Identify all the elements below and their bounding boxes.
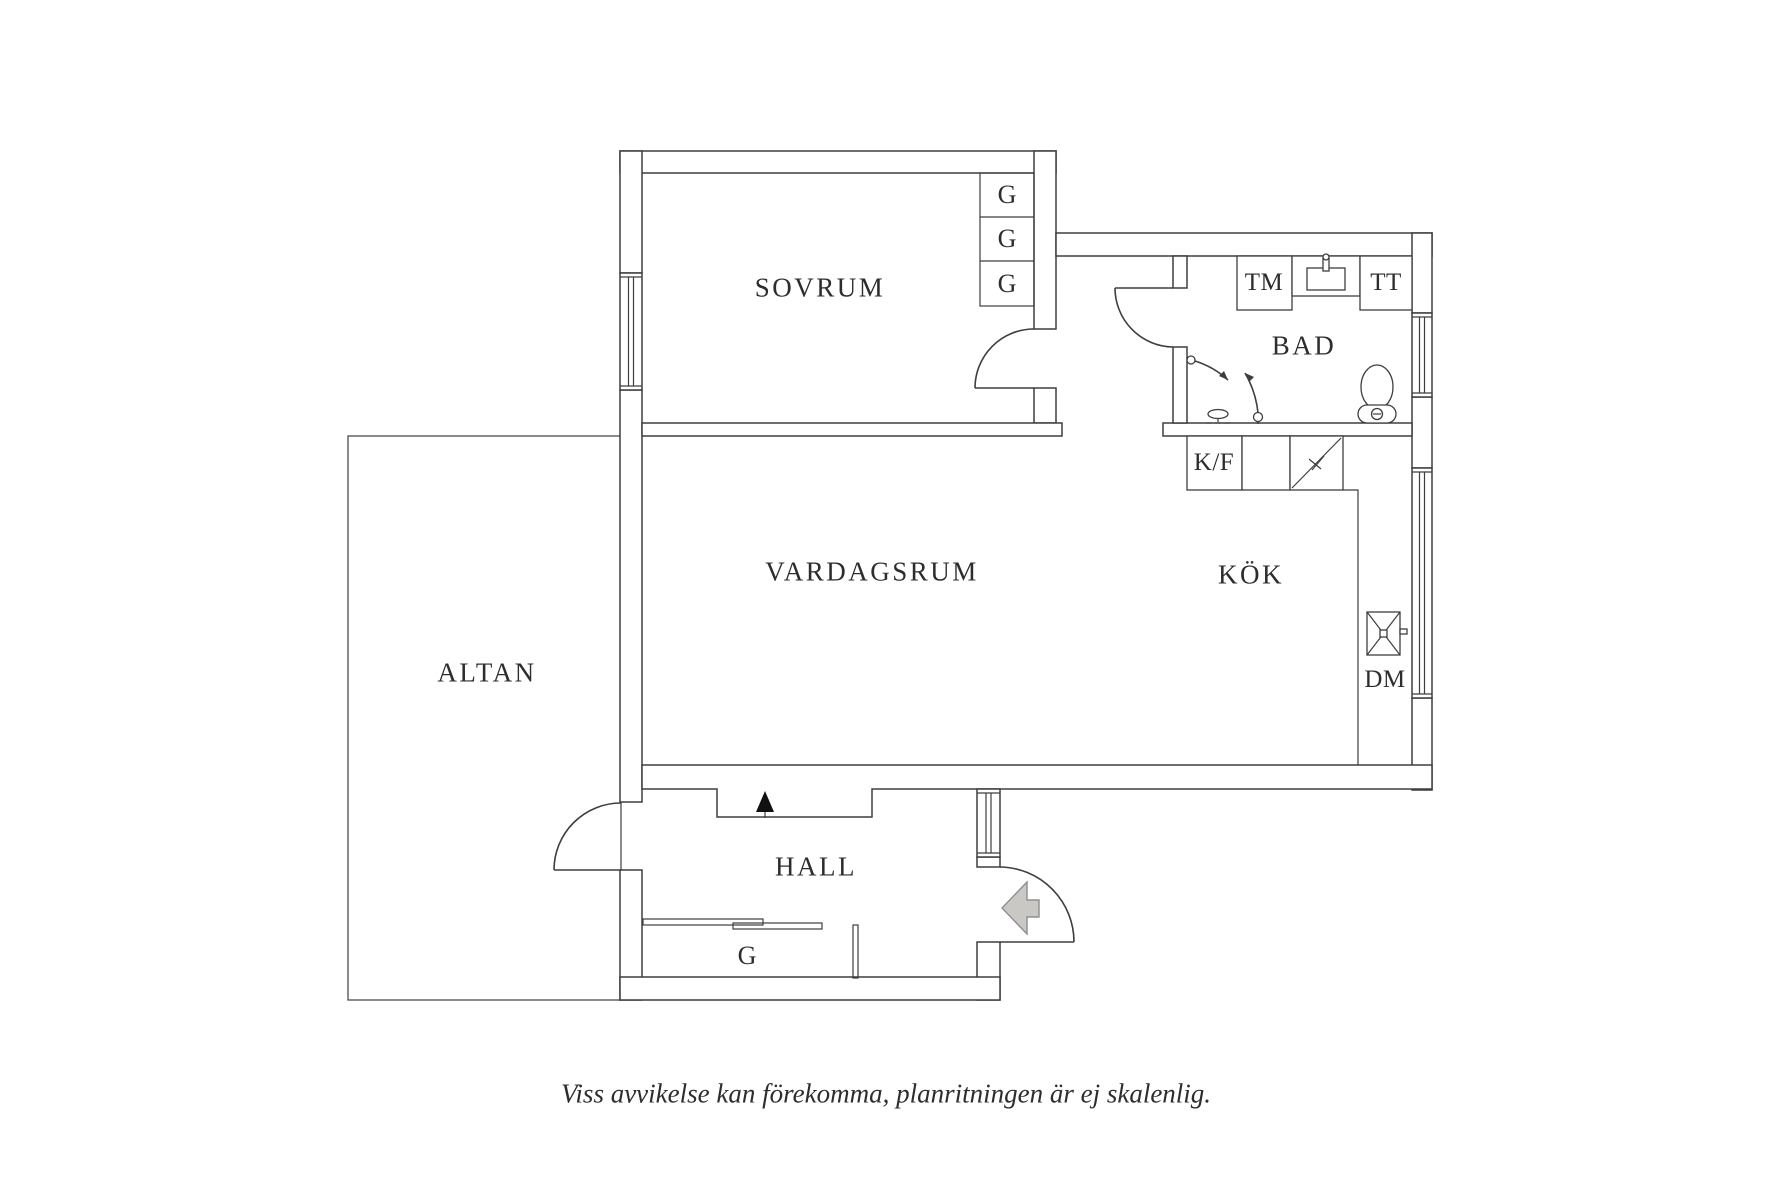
room-label-vardagsrum: VARDAGSRUM (765, 556, 979, 587)
room-label-bad: BAD (1271, 330, 1337, 361)
hall-wardrobe-doors (642, 918, 859, 979)
wall-sovrum-right-upper (1033, 150, 1057, 330)
floor-drain (1206, 408, 1230, 424)
wall-sovrum-bottom (641, 422, 1063, 437)
window-sovrum-left (619, 272, 643, 391)
room-label-sovrum: SOVRUM (754, 272, 886, 303)
entrance-arrow-icon (1001, 880, 1040, 936)
bathroom-fixtures (1186, 253, 1413, 424)
shower-curtain (1186, 355, 1264, 424)
stove-box (1289, 435, 1344, 491)
wardrobe-label-3: G (997, 269, 1017, 298)
room-label-altan: ALTAN (437, 657, 537, 688)
tumble-dryer-box (1359, 255, 1413, 311)
window-kok-right (1411, 467, 1433, 699)
tumble-dryer-label: TT (1370, 269, 1402, 296)
wall-hall-top-with-step (641, 764, 1433, 818)
disclaimer-text: Viss avvikelse kan förekomma, planritnin… (560, 1078, 1212, 1109)
wardrobe-label-1: G (997, 180, 1017, 209)
window-hall-right (976, 788, 1001, 858)
wall-left-upper (619, 150, 643, 274)
wardrobe-label-2: G (997, 224, 1017, 253)
door-bad (1114, 287, 1174, 348)
wall-right-upper (1411, 232, 1433, 314)
step-direction-arrow (756, 791, 774, 818)
windows (619, 272, 1433, 858)
kitchen-counter-edge (1343, 489, 1359, 765)
window-bad-right (1411, 312, 1433, 398)
room-label-hall: HALL (775, 851, 857, 882)
door-hall-to-altan (553, 802, 622, 871)
wall-sovrum-top (619, 150, 1057, 174)
wall-hall-bottom (619, 976, 1001, 1001)
room-label-kok: KÖK (1218, 559, 1284, 590)
bedroom-wardrobes (979, 172, 1035, 307)
washing-machine-label: TM (1244, 269, 1284, 296)
wall-left-middle (619, 389, 643, 803)
wall-bad-left-lower (1172, 346, 1188, 424)
wall-hall-right-stub (976, 856, 1001, 868)
up-arrow-icon (756, 791, 774, 812)
wall-sovrum-right-lower (1033, 387, 1057, 424)
wall-bad-bottom (1162, 422, 1413, 437)
door-entrance (999, 866, 1075, 943)
kitchen-fixtures (1186, 435, 1408, 765)
altan-outline (347, 435, 622, 1001)
toilet (1357, 364, 1397, 424)
wall-bad-left-upper (1172, 255, 1188, 289)
dishwasher-box (1366, 611, 1408, 656)
wall-bad-top (1055, 232, 1433, 257)
sink (1291, 253, 1361, 297)
doors (553, 287, 1174, 943)
hall-wardrobe-label: G (737, 941, 757, 970)
dishwasher-label: DM (1364, 666, 1406, 693)
wall-right-middle (1411, 396, 1433, 469)
fridge-freezer-label: K/F (1193, 449, 1235, 476)
door-sovrum (974, 328, 1035, 389)
walls (619, 150, 1433, 1001)
kitchen-cabinet-box (1241, 435, 1291, 491)
